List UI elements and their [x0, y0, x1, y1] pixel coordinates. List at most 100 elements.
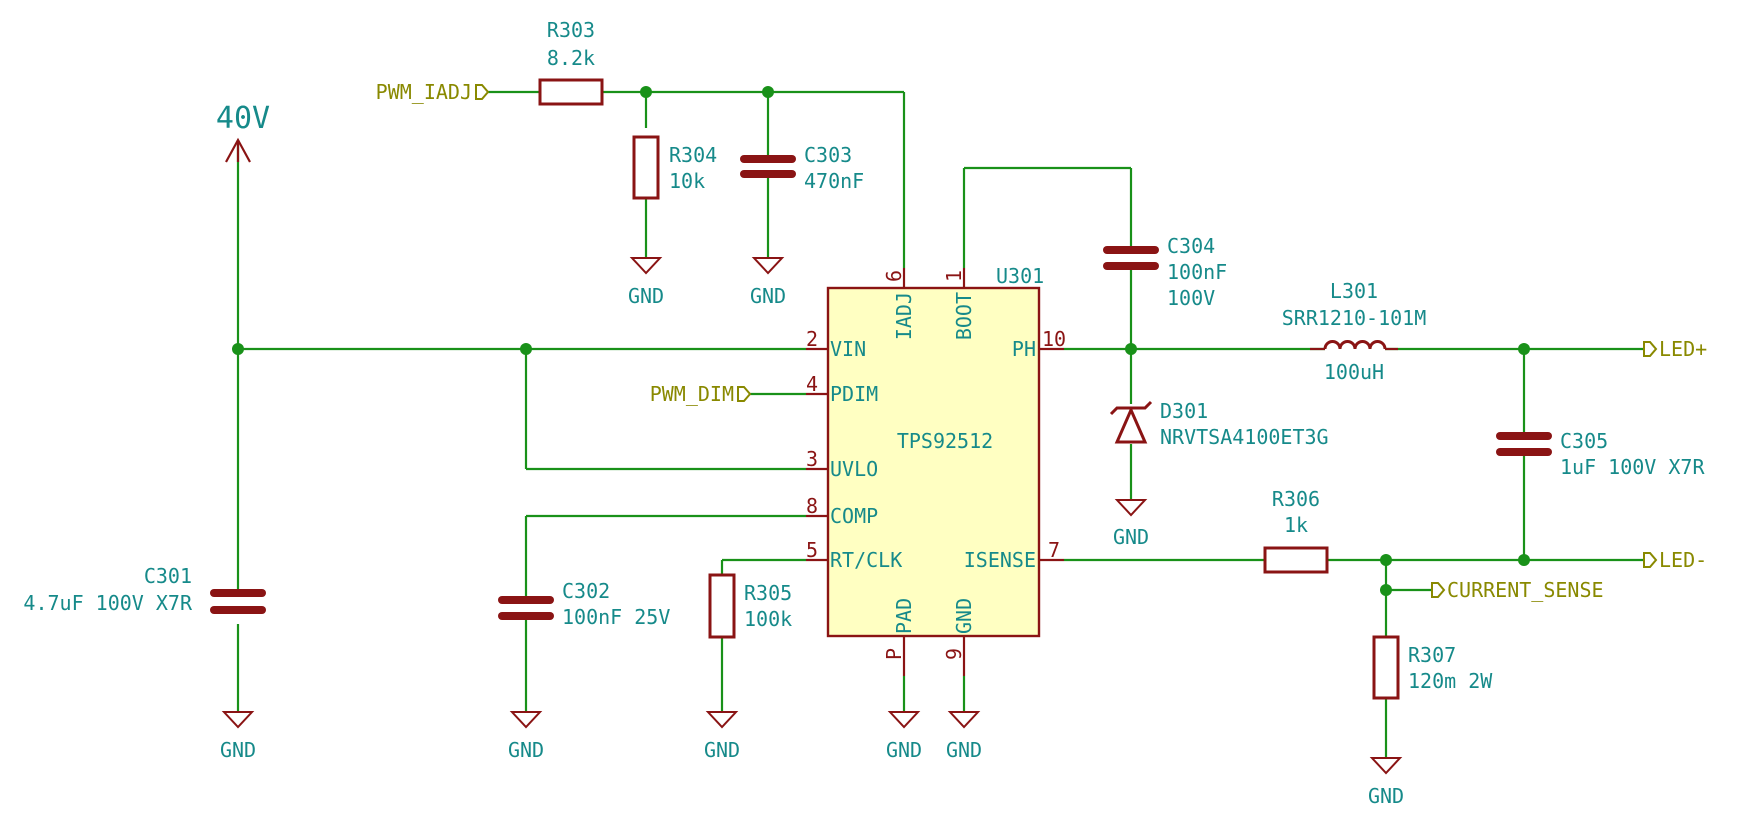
resistor-r304: R304 10k [632, 135, 717, 200]
ground-gnd-pin: GND [946, 711, 982, 762]
ground-c303: GND [750, 257, 786, 308]
d301-ref: D301 [1160, 399, 1208, 423]
pin-num-vin: 2 [806, 327, 818, 351]
net-led-plus: LED+ [1643, 337, 1707, 361]
pin-num-isense: 7 [1048, 538, 1060, 562]
pin-num-pdim: 4 [806, 372, 818, 396]
resistor-r306: R306 1k [1263, 487, 1329, 574]
ground-label: GND [508, 738, 544, 762]
junction-dot [1518, 343, 1530, 355]
c305-value: 1uF 100V X7R [1560, 455, 1705, 479]
pin-name-boot: BOOT [952, 292, 976, 340]
net-label-pwm-iadj: PWM_IADJ [376, 80, 472, 104]
c305-ref: C305 [1560, 429, 1608, 453]
ic-ref: U301 [996, 264, 1044, 288]
net-current-sense: CURRENT_SENSE [1431, 578, 1604, 602]
ic-body [826, 286, 1041, 638]
pin-name-gnd: GND [952, 598, 976, 634]
pin-num-gnd: 9 [942, 648, 966, 660]
ground-c301: GND [220, 711, 256, 762]
c304-ref: C304 [1167, 234, 1215, 258]
c303-ref: C303 [804, 143, 852, 167]
pin-name-uvlo: UVLO [830, 457, 878, 481]
ground-label: GND [704, 738, 740, 762]
net-label-pwm-dim: PWM_DIM [650, 382, 734, 406]
l301-ref: L301 [1330, 279, 1378, 303]
l301-inductance: 100uH [1324, 360, 1384, 384]
ground-label: GND [220, 738, 256, 762]
r306-ref: R306 [1272, 487, 1320, 511]
c304-value: 100nF [1167, 260, 1227, 284]
resistor-r303: R303 8.2k [538, 18, 604, 106]
capacitor-c302: C302 100nF 25V [498, 579, 670, 629]
c302-value: 100nF 25V [562, 605, 670, 629]
junction-dot [762, 86, 774, 98]
junctions [232, 86, 1530, 596]
capacitor-c305: C305 1uF 100V X7R [1496, 429, 1705, 479]
c302-ref: C302 [562, 579, 610, 603]
r305-ref: R305 [744, 581, 792, 605]
net-label-led-plus: LED+ [1659, 337, 1707, 361]
pin-name-pad: PAD [892, 598, 916, 634]
ground-c302: GND [508, 711, 544, 762]
diode-d301: D301 NRVTSA4100ET3G [1109, 399, 1329, 449]
pin-name-isense: ISENSE [964, 548, 1036, 572]
power-rail-label: 40V [216, 101, 270, 136]
junction-dot [640, 86, 652, 98]
l301-part-number: SRR1210-101M [1282, 306, 1427, 330]
r307-value: 120m 2W [1408, 669, 1493, 693]
junction-dot [1380, 554, 1392, 566]
resistor-r305: R305 100k [708, 573, 792, 639]
pin-num-pad: P [882, 648, 906, 660]
ground-label: GND [1368, 784, 1404, 808]
net-label-current-sense: CURRENT_SENSE [1447, 578, 1604, 602]
r304-value: 10k [669, 169, 705, 193]
capacitor-c304: C304 100nF 100V [1103, 234, 1227, 310]
pin-num-ph: 10 [1042, 327, 1066, 351]
ground-r307: GND [1368, 757, 1404, 808]
net-pwm-iadj: PWM_IADJ [376, 80, 490, 104]
pin-name-ph: PH [1012, 337, 1036, 361]
c303-value: 470nF [804, 169, 864, 193]
capacitor-c303: C303 470nF [740, 143, 864, 193]
power-rail-40v: 40V [216, 101, 270, 163]
pin-num-iadj: 6 [882, 270, 906, 282]
ground-label: GND [886, 738, 922, 762]
pin-num-boot: 1 [942, 270, 966, 282]
junction-dot [1125, 343, 1137, 355]
junction-dot [232, 343, 244, 355]
junction-dot [1518, 554, 1530, 566]
junction-dot [1380, 584, 1392, 596]
d301-part-number: NRVTSA4100ET3G [1160, 425, 1329, 449]
r303-value: 8.2k [547, 46, 595, 70]
net-label-led-minus: LED- [1659, 548, 1707, 572]
pin-num-rtclk: 5 [806, 538, 818, 562]
c301-ref: C301 [144, 564, 192, 588]
c304-voltage: 100V [1167, 286, 1215, 310]
wires [236, 90, 1644, 758]
net-led-minus: LED- [1643, 548, 1707, 572]
ground-r304: GND [628, 257, 664, 308]
r303-ref: R303 [547, 18, 595, 42]
net-pwm-dim: PWM_DIM [650, 382, 752, 406]
pin-name-comp: COMP [830, 504, 878, 528]
junction-dot [520, 343, 532, 355]
inductor-l301: L301 SRR1210-101M 100uH [1282, 279, 1427, 384]
ground-label: GND [1113, 525, 1149, 549]
ground-label: GND [750, 284, 786, 308]
pin-num-comp: 8 [806, 494, 818, 518]
resistor-r307: R307 120m 2W [1372, 635, 1493, 700]
pin-name-rtclk: RT/CLK [830, 548, 902, 572]
ground-d301: GND [1113, 499, 1149, 549]
ground-symbols: GND GND GND GND GND GND GND GND [220, 257, 1404, 808]
ic-part-number: TPS92512 [897, 429, 993, 453]
r307-ref: R307 [1408, 643, 1456, 667]
pin-name-vin: VIN [830, 337, 866, 361]
pin-name-pdim: PDIM [830, 382, 878, 406]
ground-pad: GND [886, 711, 922, 762]
ground-r305: GND [704, 711, 740, 762]
r306-value: 1k [1284, 513, 1308, 537]
capacitor-c301: C301 4.7uF 100V X7R [23, 564, 266, 615]
pin-name-iadj: IADJ [892, 292, 916, 340]
